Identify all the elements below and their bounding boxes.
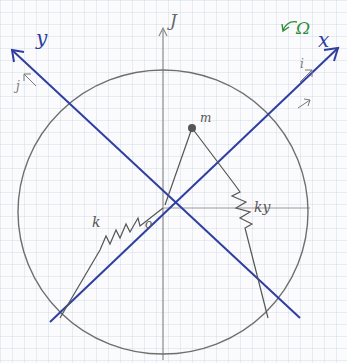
y-axis	[12, 50, 300, 318]
x-axis	[50, 48, 338, 322]
unit-vector-label: i	[300, 58, 304, 70]
rotation-mark	[298, 99, 310, 108]
axis-label: x	[318, 30, 329, 50]
axis-label: y	[36, 28, 47, 48]
unit-vector-j	[24, 74, 36, 86]
angular-velocity-label: Ω	[296, 20, 310, 37]
vertical-axis	[162, 30, 163, 360]
spring-label: k	[92, 215, 100, 229]
omega-arrowhead	[282, 24, 289, 31]
omega-arrow	[283, 22, 297, 30]
unit-vector-label: j	[16, 80, 20, 92]
mass-dot	[188, 124, 196, 132]
y-axis-arrow	[12, 50, 24, 62]
axis-label: J	[170, 12, 177, 29]
spring-label: ky	[254, 200, 270, 214]
spring-x	[60, 208, 163, 318]
mass-label: m	[200, 112, 211, 124]
axis-arrow	[159, 28, 167, 36]
position-line	[165, 128, 192, 205]
unit-vector-i	[300, 70, 312, 82]
spring-y	[192, 128, 268, 318]
origin-label: o	[145, 218, 152, 230]
